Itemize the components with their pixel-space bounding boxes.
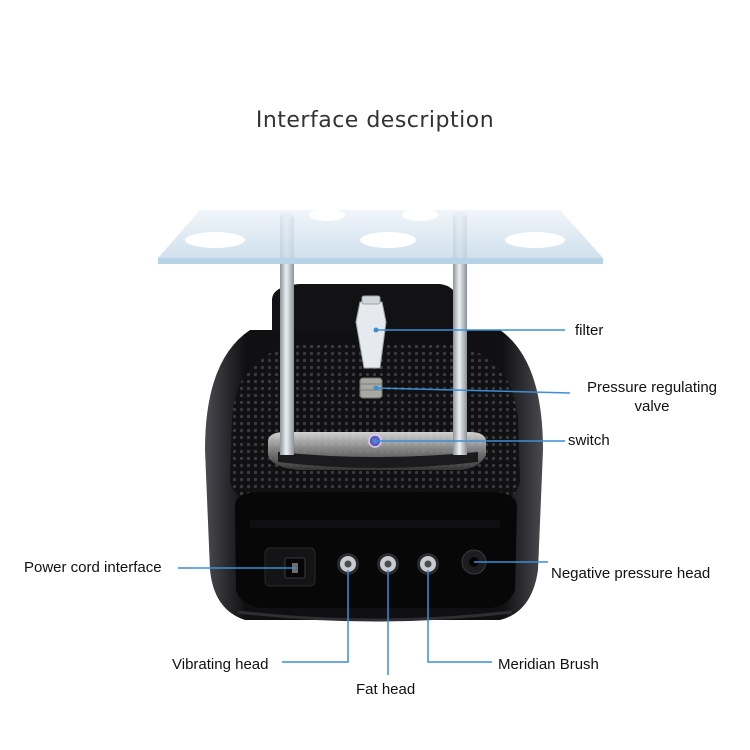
top-surface <box>230 345 520 505</box>
label-vibrating-head: Vibrating head <box>172 656 269 673</box>
label-fat-head: Fat head <box>356 681 416 698</box>
page-title: Interface description <box>255 108 495 133</box>
label-power-cord: Power cord interface <box>24 559 162 576</box>
callout-meridian <box>427 570 492 663</box>
filter <box>355 301 387 369</box>
callout-pressure <box>375 387 571 394</box>
port-fat-head <box>377 553 399 575</box>
label-switch: switch <box>568 432 610 449</box>
label-pressure-line1: Pressure regulating <box>586 379 718 396</box>
label-negative-pressure: Negative pressure head <box>551 565 711 582</box>
label-pressure-line2: valve <box>634 398 670 415</box>
callout-lines <box>178 329 571 675</box>
port-vibrating-head <box>337 553 359 575</box>
rod-left <box>280 215 294 455</box>
label-filter: filter <box>575 322 604 339</box>
rod-right <box>453 215 467 455</box>
label-pressure-valve: Pressure regulating valve <box>577 379 727 415</box>
port-meridian-brush <box>417 553 439 575</box>
callout-vibrating <box>282 570 349 663</box>
label-meridian-brush: Meridian Brush <box>498 656 599 673</box>
